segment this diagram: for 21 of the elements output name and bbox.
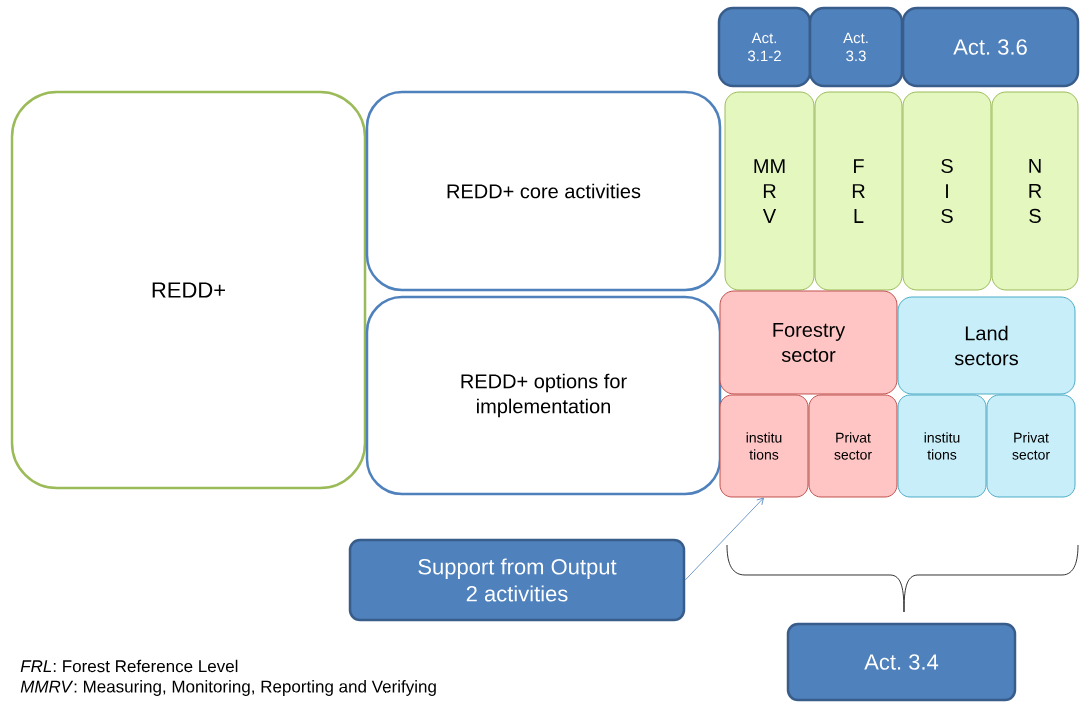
sub-sector-box: institu tions xyxy=(719,394,809,498)
activity-box: REDD+ options for implementation xyxy=(365,295,722,496)
action-box: Act. 3.3 xyxy=(808,6,904,88)
action-box: Act. 3.4 xyxy=(786,622,1017,702)
sub-sector-box: Privat sector xyxy=(986,394,1076,498)
support-box: Support from Output 2 activities xyxy=(348,538,686,622)
action-box: Act. 3.1-2 xyxy=(717,6,812,88)
action-box: Act. 3.6 xyxy=(901,6,1080,88)
sector-box: Forestry sector xyxy=(719,290,898,395)
acronym-box: F R L xyxy=(814,91,903,291)
sector-box: Land sectors xyxy=(897,296,1076,395)
sub-sector-box: institu tions xyxy=(897,394,987,498)
acronym-box: N R S xyxy=(991,91,1079,291)
abbreviation-note: FRL: Forest Reference Level xyxy=(20,659,238,673)
acronym-box: MM R V xyxy=(724,91,815,291)
sub-sector-box: Privat sector xyxy=(808,394,898,498)
acronym-box: S I S xyxy=(902,91,992,291)
main-box: REDD+ xyxy=(10,90,367,490)
activity-box: REDD+ core activities xyxy=(365,90,722,292)
arrow xyxy=(684,497,764,581)
abbreviation-note: MMRV: Measuring, Monitoring, Reporting and Verifying xyxy=(20,680,436,696)
